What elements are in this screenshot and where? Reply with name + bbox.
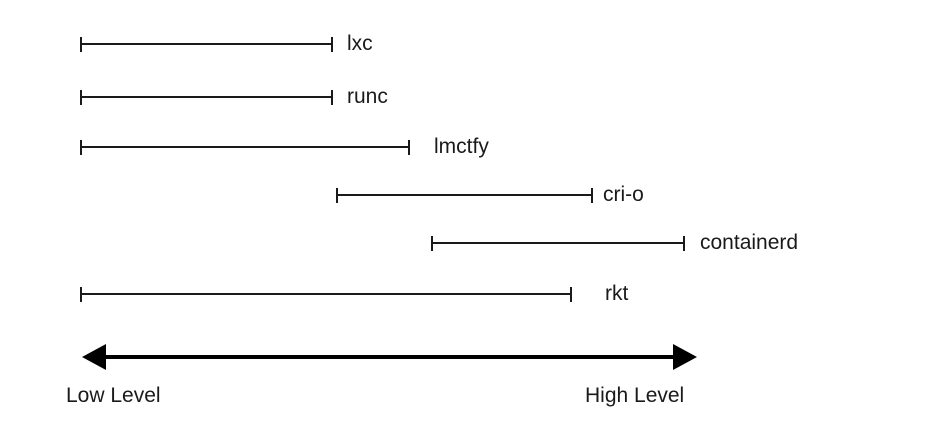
range-cap-end-lmctfy [408, 139, 410, 155]
axis-label-low-level: Low Level [66, 384, 161, 407]
range-cap-start-lmctfy [80, 139, 82, 155]
range-bar-rkt [80, 293, 572, 295]
range-cap-end-cri-o [591, 187, 593, 203]
range-cap-start-rkt [80, 286, 82, 302]
range-bar-lxc [80, 43, 333, 45]
range-bar-lmctfy [80, 146, 410, 148]
range-cap-start-runc [80, 89, 82, 105]
range-label-cri-o: cri-o [603, 183, 644, 206]
range-label-rkt: rkt [605, 282, 629, 305]
range-bar-cri-o [336, 194, 593, 196]
range-label-runc: runc [347, 85, 388, 108]
range-label-lmctfy: lmctfy [434, 135, 489, 158]
axis-label-high-level: High Level [585, 384, 685, 407]
range-cap-end-rkt [570, 286, 572, 302]
arrow-right-icon [673, 344, 697, 370]
range-cap-end-containerd [683, 235, 685, 251]
range-cap-end-lxc [331, 36, 333, 52]
range-cap-start-lxc [80, 36, 82, 52]
range-label-containerd: containerd [700, 231, 799, 254]
range-label-lxc: lxc [347, 32, 373, 55]
range-cap-start-containerd [431, 235, 433, 251]
range-cap-start-cri-o [336, 187, 338, 203]
range-bar-runc [80, 96, 333, 98]
axis-line [104, 355, 675, 359]
arrow-left-icon [82, 344, 106, 370]
range-cap-end-runc [331, 89, 333, 105]
range-bar-containerd [431, 242, 685, 244]
